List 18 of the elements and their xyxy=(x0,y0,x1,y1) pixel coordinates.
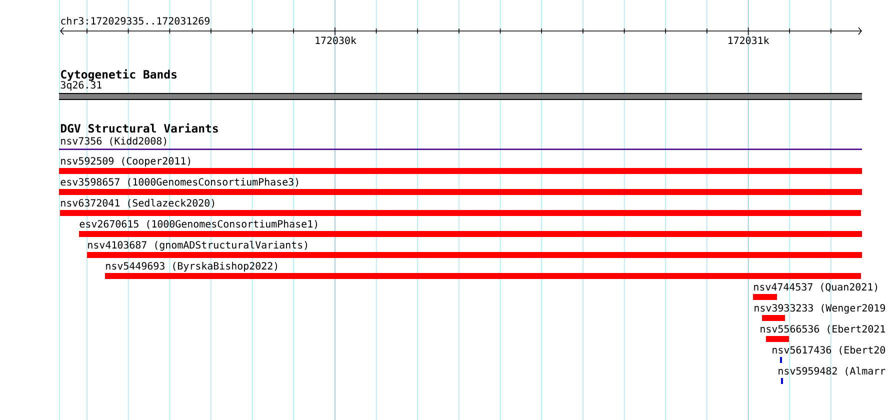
variant-label: esv3598657 (1000GenomesConsortiumPhase3) xyxy=(60,178,298,187)
variant-label: nsv4103687 (gnomADStructuralVariants) xyxy=(88,240,308,251)
track-title: Cytogenetic Bands xyxy=(61,69,177,81)
variant-label: nsv3933233 (Wenger2019 xyxy=(754,304,885,314)
ruler-coordinates: chr3:172029335..172031269 xyxy=(61,16,210,25)
variant-label: nsv5617436 (Ebert20 xyxy=(772,346,886,355)
track-title: DGV Structural Variants xyxy=(60,123,218,133)
variant-label: nsv5566536 (Ebert2021 xyxy=(760,324,885,334)
variant-label: esv2670615 (1000GenomesConsortiumPhase1) xyxy=(80,220,318,229)
band-label: 3q26.31 xyxy=(60,81,102,91)
tick-label: 172030k xyxy=(316,36,356,44)
variant-label: nsv592509 (Cooper2011) xyxy=(61,156,190,167)
tick-label: 172031k xyxy=(728,36,770,44)
variant-label: nsv6372041 (Sedlazeck2020) xyxy=(61,198,214,208)
variant-label: nsv7356 (Kidd2008) xyxy=(61,136,166,146)
variant-label: nsv5449693 (ByrskaBishop2022) xyxy=(106,262,278,272)
variant-label: nsv5959482 (Almarr xyxy=(778,366,886,376)
variant-label: nsv4744537 (Quan2021) xyxy=(754,282,878,292)
